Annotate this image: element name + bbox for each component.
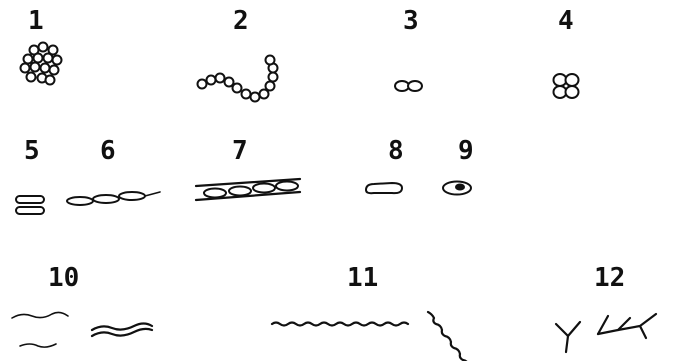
cocci-cluster-drawing (21, 43, 62, 85)
cocci-chain-drawing (198, 56, 278, 102)
tetrad-drawing (554, 74, 579, 98)
sheathed-rods-drawing (196, 179, 300, 200)
spirilla-drawing (272, 312, 479, 361)
diplococcus-drawing (395, 81, 422, 91)
club-rod-drawing (366, 183, 402, 193)
wavy-threads-drawing (12, 312, 152, 347)
branching-forms-drawing (556, 314, 656, 352)
short-rods-drawing (16, 196, 44, 214)
rod-chain-drawing (67, 192, 160, 205)
spore-rod-drawing (443, 182, 471, 195)
